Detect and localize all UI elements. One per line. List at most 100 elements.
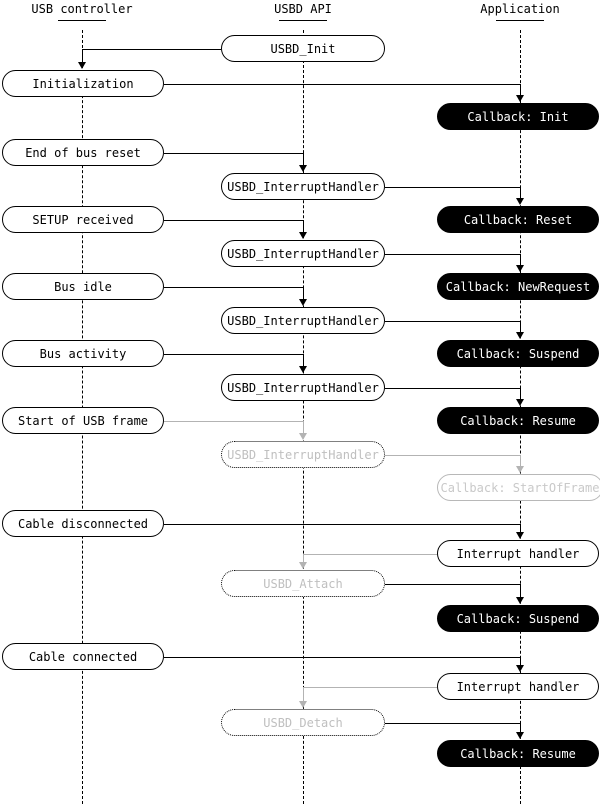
- lane-underline-usb-controller: [58, 20, 106, 21]
- callback-reset[interactable]: Callback: Reset: [437, 206, 599, 233]
- lane-label-application: Application: [480, 2, 560, 16]
- c-isr1-to-cbreset-horizontal: [385, 187, 520, 188]
- lane-underline-usbd-api: [279, 20, 327, 21]
- c-irq2-to-detach-vertical: [303, 687, 304, 703]
- c-busreset-to-isr1-horizontal: [164, 153, 303, 154]
- c-setup-to-isr2-vertical: [303, 220, 304, 234]
- interrupt-handler-2-label: Interrupt handler: [456, 679, 580, 694]
- isr-1-label: USBD_InterruptHandler: [227, 179, 379, 194]
- callback-reset-label: Callback: Reset: [463, 212, 573, 227]
- c-busact-to-isr4-arrowhead: [299, 366, 307, 373]
- usbd-attach-ghost[interactable]: USBD_Attach: [221, 570, 385, 597]
- callback-newrequest-label: Callback: NewRequest: [445, 279, 591, 294]
- c-attach-to-cbsuspend2-vertical: [520, 584, 521, 599]
- callback-resume-1-label: Callback: Resume: [460, 413, 576, 428]
- initialization-label: Initialization: [32, 76, 134, 91]
- c-sof-to-isr5-arrowhead: [299, 433, 307, 440]
- c-isr5-to-cbsof-vertical: [520, 455, 521, 468]
- c-attach-to-cbsuspend2-arrowhead: [516, 597, 524, 604]
- usbd-detach-ghost[interactable]: USBD_Detach: [221, 709, 385, 736]
- c-disc-to-irq1-arrowhead: [516, 532, 524, 539]
- usbd-init[interactable]: USBD_Init: [221, 35, 385, 62]
- initialization[interactable]: Initialization: [2, 70, 164, 97]
- cable-connected-label: Cable connected: [28, 649, 138, 664]
- isr-3-label: USBD_InterruptHandler: [227, 313, 379, 328]
- setup-received-label: SETUP received: [32, 212, 134, 227]
- c-conn-to-irq2-arrowhead: [516, 665, 524, 672]
- c-isr2-to-cbnewreq-horizontal: [385, 254, 520, 255]
- c-isr2-to-cbnewreq-vertical: [520, 254, 521, 267]
- isr-2[interactable]: USBD_InterruptHandler: [221, 240, 385, 267]
- isr-3[interactable]: USBD_InterruptHandler: [221, 307, 385, 334]
- c-isr3-to-cbsuspend-horizontal: [385, 321, 520, 322]
- c-irq2-to-detach-horizontal: [303, 687, 437, 688]
- c-busidle-to-isr3-horizontal: [164, 287, 303, 288]
- c-init-to-initialization-vertical: [82, 49, 83, 64]
- bus-idle-label: Bus idle: [54, 279, 112, 294]
- c-irq1-to-attach-horizontal: [303, 554, 437, 555]
- callback-suspend-1[interactable]: Callback: Suspend: [437, 340, 599, 367]
- end-of-bus-reset[interactable]: End of bus reset: [2, 139, 164, 166]
- callback-resume-1[interactable]: Callback: Resume: [437, 407, 599, 434]
- callback-suspend-2-label: Callback: Suspend: [456, 611, 580, 626]
- c-isr2-to-cbnewreq-arrowhead: [516, 265, 524, 272]
- interrupt-handler-2[interactable]: Interrupt handler: [437, 673, 599, 700]
- c-isr4-to-cbresume-horizontal: [385, 388, 520, 389]
- c-detach-to-cbresume2-horizontal: [385, 723, 520, 724]
- c-conn-to-irq2-horizontal: [164, 657, 520, 658]
- c-detach-to-cbresume2-vertical: [520, 723, 521, 734]
- c-busreset-to-isr1-arrowhead: [299, 165, 307, 172]
- cable-disconnected-label: Cable disconnected: [17, 516, 149, 531]
- lifeline-usbd-api: [303, 30, 304, 804]
- lane-label-usbd-api: USBD API: [274, 2, 332, 16]
- c-initialization-to-cbinit-vertical: [520, 84, 521, 97]
- cable-connected[interactable]: Cable connected: [2, 643, 164, 670]
- c-isr5-to-cbsof-horizontal: [385, 455, 520, 456]
- c-isr3-to-cbsuspend-vertical: [520, 321, 521, 334]
- isr-5-ghost[interactable]: USBD_InterruptHandler: [221, 441, 385, 468]
- c-busidle-to-isr3-arrowhead: [299, 299, 307, 306]
- setup-received[interactable]: SETUP received: [2, 206, 164, 233]
- bus-idle[interactable]: Bus idle: [2, 273, 164, 300]
- callback-suspend-2[interactable]: Callback: Suspend: [437, 605, 599, 632]
- c-setup-to-isr2-horizontal: [164, 220, 303, 221]
- callback-newrequest[interactable]: Callback: NewRequest: [437, 273, 599, 300]
- callback-suspend-1-label: Callback: Suspend: [456, 346, 580, 361]
- interrupt-handler-1[interactable]: Interrupt handler: [437, 540, 599, 567]
- c-sof-to-isr5-horizontal: [164, 421, 303, 422]
- c-isr1-to-cbreset-arrowhead: [516, 198, 524, 205]
- isr-4[interactable]: USBD_InterruptHandler: [221, 374, 385, 401]
- bus-activity-label: Bus activity: [39, 346, 127, 361]
- c-isr4-to-cbresume-vertical: [520, 388, 521, 401]
- c-busreset-to-isr1-vertical: [303, 153, 304, 167]
- c-irq2-to-detach-arrowhead: [299, 701, 307, 708]
- callback-startofframe[interactable]: Callback: StartOfFrame: [437, 474, 600, 501]
- usbd-attach-ghost-label: USBD_Attach: [263, 576, 343, 591]
- callback-resume-2[interactable]: Callback: Resume: [437, 740, 599, 767]
- c-setup-to-isr2-arrowhead: [299, 232, 307, 239]
- isr-1[interactable]: USBD_InterruptHandler: [221, 173, 385, 200]
- c-isr4-to-cbresume-arrowhead: [516, 399, 524, 406]
- c-detach-to-cbresume2-arrowhead: [516, 732, 524, 739]
- interrupt-handler-1-label: Interrupt handler: [456, 546, 580, 561]
- c-busact-to-isr4-horizontal: [164, 354, 303, 355]
- end-of-bus-reset-label: End of bus reset: [25, 145, 141, 160]
- start-of-usb-frame[interactable]: Start of USB frame: [2, 407, 164, 434]
- start-of-usb-frame-label: Start of USB frame: [17, 413, 149, 428]
- isr-5-ghost-label: USBD_InterruptHandler: [227, 447, 379, 462]
- callback-init[interactable]: Callback: Init: [437, 103, 599, 130]
- c-initialization-to-cbinit-arrowhead: [516, 95, 524, 102]
- callback-startofframe-label: Callback: StartOfFrame: [440, 480, 600, 495]
- usbd-init-label: USBD_Init: [270, 41, 336, 56]
- c-init-to-initialization-horizontal: [82, 49, 221, 50]
- c-disc-to-irq1-vertical: [520, 524, 521, 534]
- lane-underline-application: [496, 20, 544, 21]
- c-sof-to-isr5-vertical: [303, 421, 304, 435]
- c-irq1-to-attach-vertical: [303, 554, 304, 564]
- cable-disconnected[interactable]: Cable disconnected: [2, 510, 164, 537]
- bus-activity[interactable]: Bus activity: [2, 340, 164, 367]
- callback-resume-2-label: Callback: Resume: [460, 746, 576, 761]
- c-attach-to-cbsuspend2-horizontal: [385, 584, 520, 585]
- c-isr1-to-cbreset-vertical: [520, 187, 521, 200]
